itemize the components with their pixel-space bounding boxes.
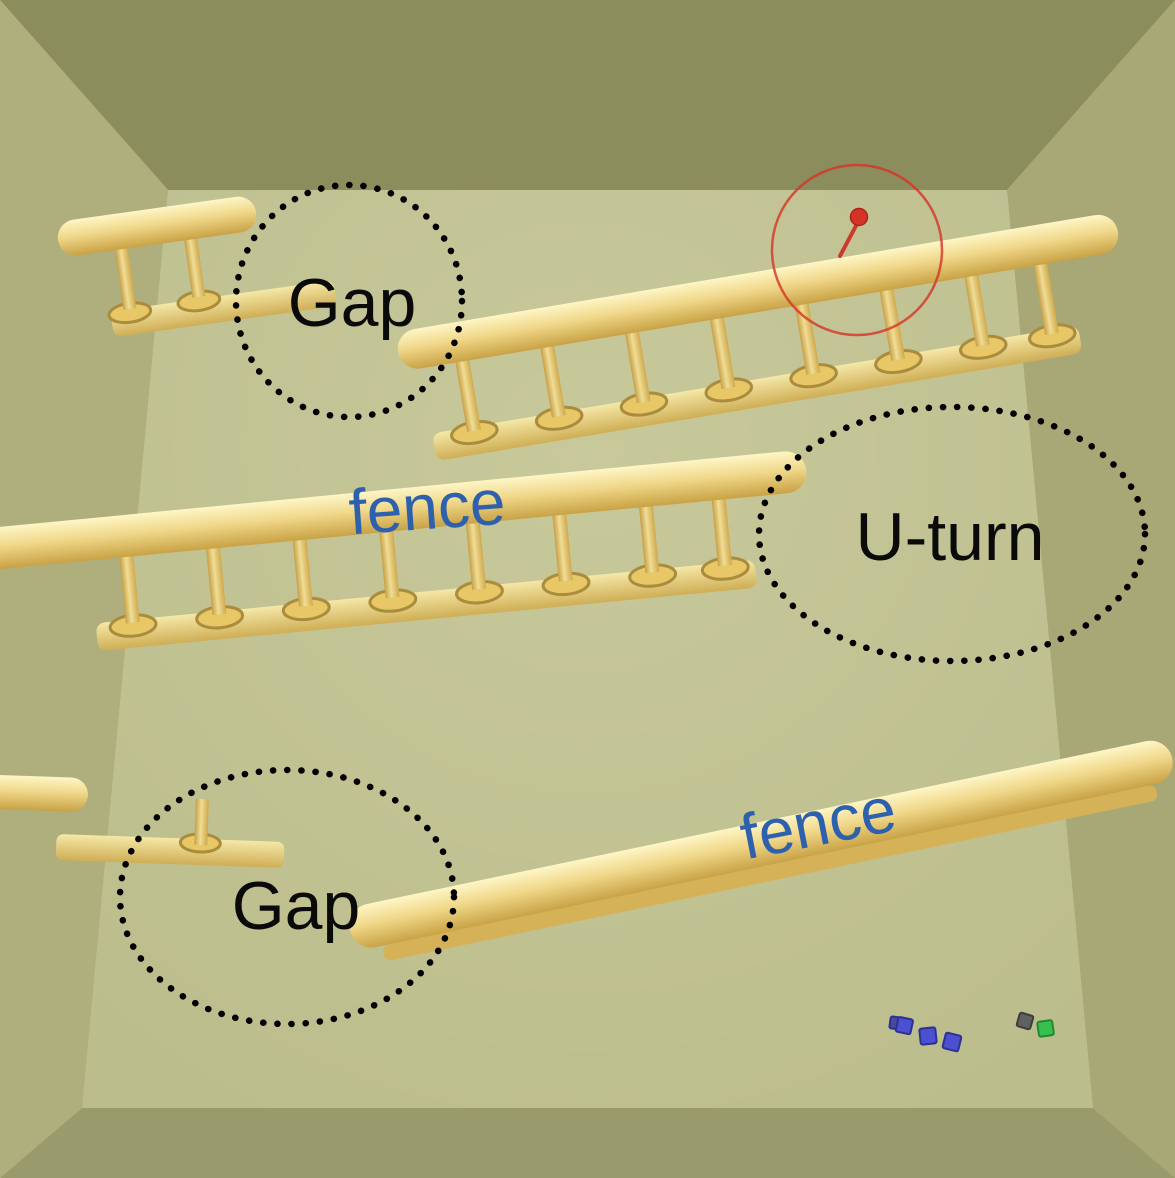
fence-post (1032, 259, 1059, 335)
agents (888, 1011, 1055, 1053)
goal-marker (770, 163, 944, 337)
fence-top-left (57, 196, 336, 337)
gap-label-top: Gap (287, 265, 417, 341)
fence-base-plank (383, 785, 1158, 961)
fence-post (292, 535, 313, 607)
fence-base-plank (55, 834, 285, 868)
fence-post (454, 356, 481, 432)
agent-blue-1 (894, 1016, 914, 1036)
fence-post (963, 271, 990, 347)
fence-post (378, 527, 400, 599)
goal-radius-circle (770, 163, 944, 337)
fence-post (552, 510, 573, 582)
uturn-annotation-ellipse (755, 403, 1149, 665)
gap-annotation-ellipse-top (232, 181, 466, 421)
fence-post (624, 328, 651, 404)
uturn-label: U-turn (855, 499, 1045, 575)
room-wall-bottom (0, 1108, 1175, 1178)
fence-top-right (397, 214, 1119, 460)
fence-post (711, 495, 732, 567)
fence-post (119, 552, 140, 624)
fence-post (114, 244, 137, 310)
fence-top-rail (0, 451, 807, 570)
fence-post (878, 285, 906, 361)
fence-post (709, 313, 736, 390)
fence-post (194, 798, 209, 846)
agent-blue-3 (941, 1031, 963, 1053)
fence-top-rail (57, 196, 257, 256)
goal-dot (849, 207, 869, 227)
fence-post (638, 502, 660, 574)
fence-base-plank (96, 560, 757, 651)
fence-top-rail (349, 740, 1173, 948)
fence-post (794, 299, 821, 375)
gap-label-bottom: Gap (231, 868, 361, 944)
room-wall-top (0, 0, 1175, 190)
goal-needle (838, 220, 860, 258)
fence-label-middle: fence (346, 465, 508, 549)
fence-post (205, 543, 227, 615)
agent-blue-2 (918, 1026, 938, 1046)
fence-base-plank (111, 281, 336, 337)
fence-bottom-right (349, 740, 1173, 961)
gap-annotation-ellipse-bottom (116, 766, 458, 1028)
fence-post (539, 342, 566, 418)
agent-green (1036, 1019, 1055, 1038)
fence-top-rail (0, 774, 88, 812)
fence-middle (0, 451, 807, 651)
fence-post (183, 232, 206, 298)
fence-post (465, 518, 487, 590)
agent-gray (1015, 1011, 1035, 1031)
fence-bottom-left-stub (0, 774, 285, 868)
fence-top-rail (397, 214, 1119, 369)
